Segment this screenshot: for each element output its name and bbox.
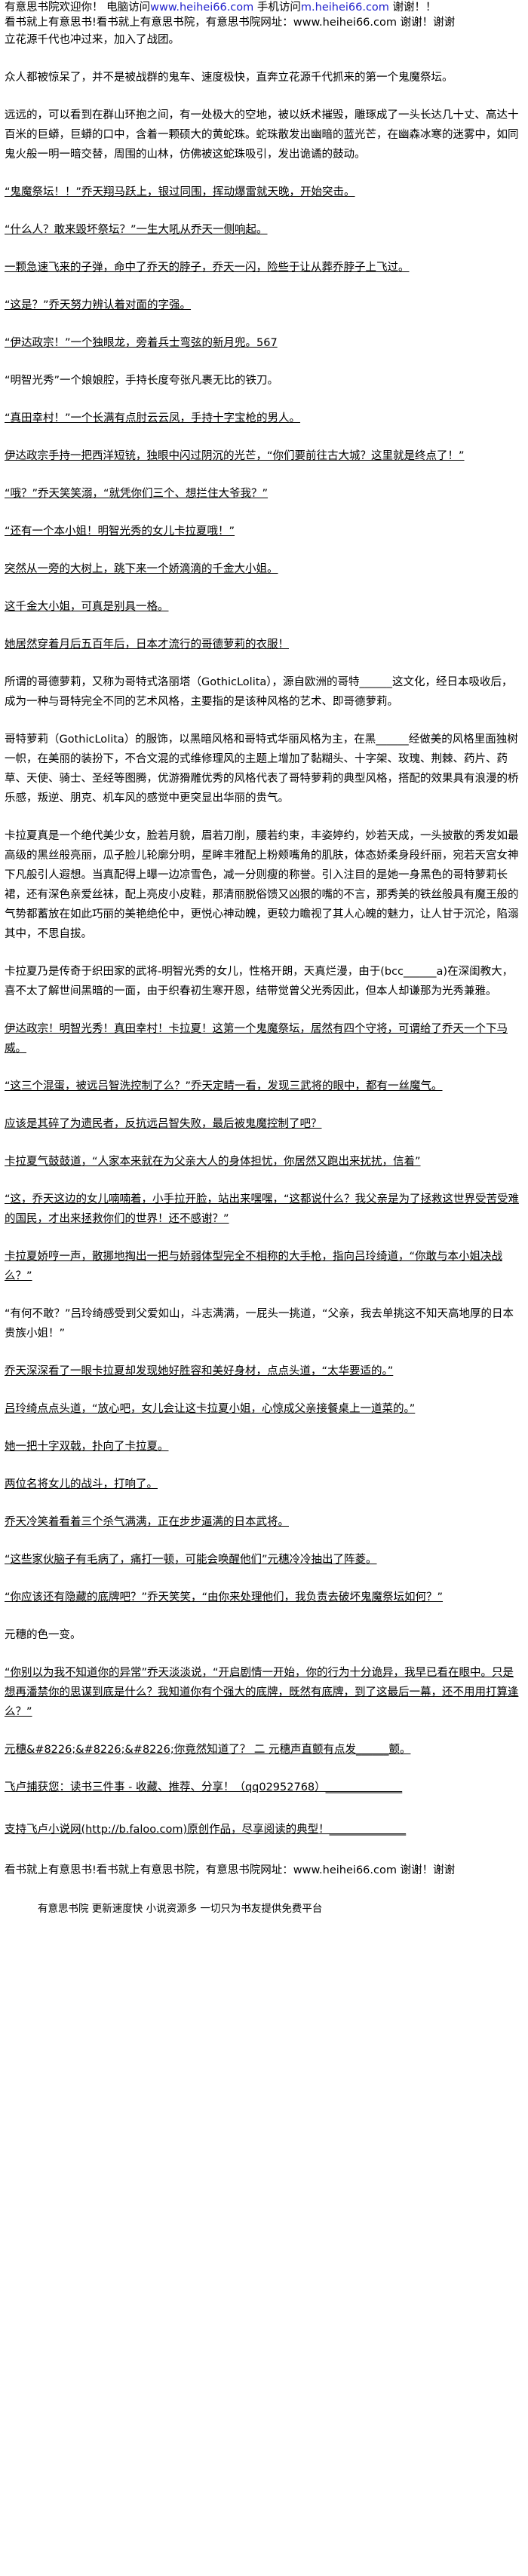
chapter-paragraph: 这千金大小姐，可真是别具一格。	[5, 601, 169, 613]
chapter-paragraph: “这是？”乔天努力辨认着对面的字强。	[5, 299, 192, 311]
chapter-paragraph: 一颗急速飞来的子弹，命中了乔天的脖子，乔天一闪，险些于让从葬乔脖子上飞过。	[5, 262, 410, 274]
chapter-paragraph: 乔天冷笑着看着三个杀气满满，正在步步逼满的日本武将。	[5, 1516, 289, 1528]
chapter-paragraph: “这，乔天这边的女儿喃喃着，小手拉开脸，站出来嘿嘿，“这都说什么？我父亲是为了拯…	[5, 1193, 520, 1225]
chapter-paragraph: 立花源千代也冲过来，加入了战团。	[5, 34, 180, 46]
chapter-paragraph: 卡拉夏气鼓鼓道，“人家本来就在为父亲大人的身体担忧，你居然又跑出来扰扰，信着”	[5, 1156, 421, 1168]
mobile-access-text: 手机访问	[253, 2, 301, 14]
chapter-paragraph: “鬼魔祭坛！！”乔天翔马跃上，银过同围，挥动爆雷就天晚，开始突击。	[5, 186, 355, 198]
chapter-paragraph: 元穗&#8226;&#8226;&#8226;你竟然知道了？ 二 元穗声直颤有点…	[5, 1744, 411, 1756]
platform-tagline: 有意思书院 更新速度快 小说资源多 一切只为书友提供免费平台	[38, 1903, 323, 1915]
chapter-paragraph: 远远的，可以看到在群山环抱之间，有一处极大的空地，被以妖术摧毁，雕琢成了一头长达…	[5, 109, 519, 161]
chapter-paragraph: “明智光秀”一个娘娘腔，手持长度夸张凡裹无比的铁刀。	[5, 375, 279, 387]
chapter-paragraph: 卡拉夏娇哼一声，散挪地掏出一把与娇弱体型完全不相称的大手枪，指向吕玲绮道，“你敢…	[5, 1251, 503, 1282]
chapter-paragraph: “还有一个本小姐！明智光秀的女儿卡拉夏哦！”	[5, 525, 235, 538]
chapter-paragraph: 伊达政宗手持一把西洋短铳，独眼中闪过阴沉的光芒，“你们要前往古大城？这里就是终点…	[5, 450, 465, 462]
chapter-paragraph: 众人都被惊呆了，并不是被战群的鬼车、速度极快，直奔立花源千代抓来的第一个鬼魔祭坛…	[5, 72, 453, 84]
chapter-paragraph: 哥特萝莉（GothicLolita）的服饰，以黑暗风格和哥特式华丽风格为主，在黑…	[5, 734, 519, 804]
mobile-url-link[interactable]: m.heihei66.com	[300, 2, 389, 14]
chapter-paragraph: 突然从一旁的大树上，跳下来一个娇滴滴的千金大小姐。	[5, 563, 278, 575]
thanks-text: 谢谢！！	[388, 2, 437, 14]
chapter-paragraph: “什么人？敢来毁坏祭坛？”一生大吼从乔天一侧响起。	[5, 224, 268, 236]
chapter-paragraph: 应该是其碎了为遗民者，反抗远吕智失败，最后被鬼魔控制了吧？	[5, 1118, 322, 1130]
chapter-paragraph: 伊达政宗！明智光秀！真田幸村！卡拉夏！这第一个鬼魔祭坛，居然有四个守将，可谓给了…	[5, 1023, 508, 1055]
chapter-paragraph: “伊达政宗！”一个独眼龙，旁着兵士弯弦的新月兜。567	[5, 337, 278, 349]
chapter-paragraph: 她居然穿着月后五百年后，日本才流行的哥德萝莉的衣服！	[5, 639, 289, 651]
chapter-paragraph: 元穗的色一变。	[5, 1629, 81, 1641]
chapter-paragraph: “真田幸村！”一个长满有点肘云云凤，手持十字宝枪的男人。	[5, 412, 301, 424]
chapter-paragraph: “这些家伙脑子有毛病了，痛打一顿，可能会唤醒他们”元穗冷冷抽出了阵菱。	[5, 1554, 377, 1566]
chapter-paragraph: 卡拉夏乃是传奇于织田家的武将-明智光秀的女儿，性格开朗，天真烂漫，由于(bcc_…	[5, 966, 514, 997]
chapter-paragraph: 她一把十字双戟，扑向了卡拉夏。	[5, 1441, 169, 1453]
chapter-paragraph: “你应该还有隐藏的底牌吧？”乔天笑笑，“由你来处理他们，我负责去破坏鬼魔祭坛如何…	[5, 1591, 444, 1603]
chapter-paragraph: 吕玲绮点点头道，“放心吧，女儿会让这卡拉夏小姐，心惊成父亲接餐桌上一道菜的。”	[5, 1403, 416, 1415]
chapter-content: 立花源千代也冲过来，加入了战团。众人都被惊呆了，并不是被战群的鬼车、速度极快，直…	[0, 30, 528, 1760]
site-header-line-1: 有意思书院欢迎你！ 电脑访问www.heihei66.com 手机访问m.hei…	[0, 0, 528, 15]
site-slogan-footer: 看书就上有意思书!看书就上有意思书院，有意思书院网址：www.heihei66.…	[5, 1864, 456, 1876]
faloo-share-line: 飞卢捕获您：读书三件事 - 收藏、推荐、分享！（qq02952768）_____…	[5, 1781, 403, 1793]
chapter-paragraph: “哦？”乔天笑笑溺，“就凭你们三个、想拦住大爷我？”	[5, 488, 269, 500]
chapter-paragraph: 卡拉夏真是一个绝代美少女，脸若月貌，眉若刀削，腰若约束，丰姿婷约，妙若天成，一头…	[5, 830, 519, 940]
chapter-paragraph: “这三个混蛋，被远吕智洗控制了么？”乔天定睛一看，发现三武将的眼中，都有一丝魔气…	[5, 1080, 443, 1092]
site-header-line-2: 看书就上有意思书!看书就上有意思书院，有意思书院网址：www.heihei66.…	[5, 17, 456, 29]
chapter-paragraph: “有何不敢？”吕玲绮感受到父爱如山，斗志满满，一屁头一挑道，“父亲，我去单挑这不…	[5, 1308, 514, 1340]
chapter-paragraph: 乔天深深看了一眼卡拉夏却发现她好胜容和美好身材，点点头道，“太华要适的。”	[5, 1365, 394, 1377]
chapter-paragraph: 两位名将女儿的战斗，打响了。	[5, 1478, 158, 1490]
site-welcome-text: 有意思书院欢迎你！ 电脑访问	[5, 2, 151, 14]
chapter-paragraph: 所谓的哥德萝莉，又称为哥特式洛丽塔（GothicLolita），源自欧洲的哥特_…	[5, 676, 513, 708]
page: 有意思书院欢迎你！ 电脑访问www.heihei66.com 手机访问m.hei…	[0, 0, 528, 1915]
faloo-support-link[interactable]: 支持飞卢小说网(http://b.faloo.com)原创作品，尽享阅读的典型！…	[5, 1824, 407, 1836]
chapter-paragraph: “你别以为我不知道你的异常”乔天淡淡说，“开启剧情一开始，你的行为十分诡异，我早…	[5, 1667, 519, 1718]
chapter-footer: 飞卢捕获您：读书三件事 - 收藏、推荐、分享！（qq02952768）_____…	[0, 1778, 528, 1839]
desktop-url-link[interactable]: www.heihei66.com	[150, 2, 254, 14]
